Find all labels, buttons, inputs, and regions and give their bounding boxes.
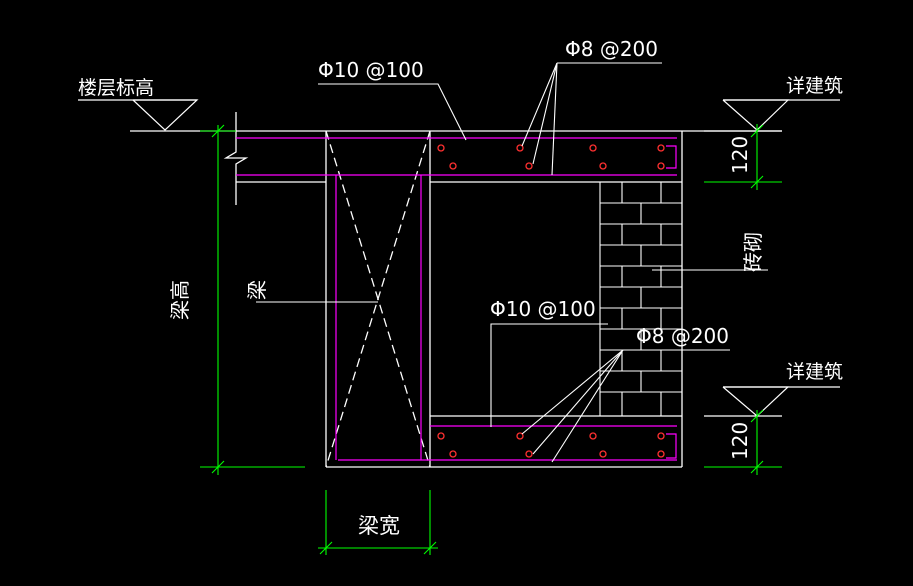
- see-arch-bottom-label: 详建筑: [786, 361, 843, 383]
- rebar-dots-bottom: [437, 432, 665, 458]
- dim-120-bottom-label: 120: [728, 422, 752, 460]
- brick-label: 砖砌: [741, 232, 765, 272]
- floor-level-marker: [78, 99, 782, 132]
- longitudinal-bottom-label: Φ8 @200: [636, 324, 729, 348]
- beam-height-label: 梁高: [168, 280, 192, 320]
- floor-level-label: 楼层标高: [78, 77, 154, 99]
- rebar-beam-stirrup: [335, 175, 422, 460]
- rebar-dots-top: [437, 144, 665, 170]
- slab-left: [223, 112, 326, 205]
- see-arch-top-label: 详建筑: [786, 75, 843, 97]
- dim-120-top: [704, 124, 782, 190]
- leader-longitudinal-top: [521, 62, 662, 176]
- dim-beam-height: [200, 124, 305, 475]
- leader-stirrup-bottom: [490, 323, 608, 427]
- leader-longitudinal-bottom: [521, 349, 730, 463]
- beam-width-label: 梁宽: [358, 514, 400, 538]
- dim-120-bottom: [704, 409, 782, 475]
- dim-beam-width: [318, 490, 438, 555]
- rebar-bottom-slab: [338, 425, 677, 461]
- beam-outline: [325, 130, 683, 468]
- leader-stirrup-top: [318, 83, 467, 141]
- stirrup-bottom-label: Φ10 @100: [490, 297, 596, 321]
- dim-120-top-label: 120: [728, 136, 752, 174]
- stirrup-top-label: Φ10 @100: [318, 58, 424, 82]
- beam-label: 梁: [245, 280, 269, 300]
- rebar-top-slab: [236, 137, 677, 176]
- see-arch-marker-top: [704, 99, 840, 132]
- brick-wall: [599, 182, 682, 416]
- see-arch-marker-bottom: [704, 386, 840, 417]
- longitudinal-top-label: Φ8 @200: [565, 37, 658, 61]
